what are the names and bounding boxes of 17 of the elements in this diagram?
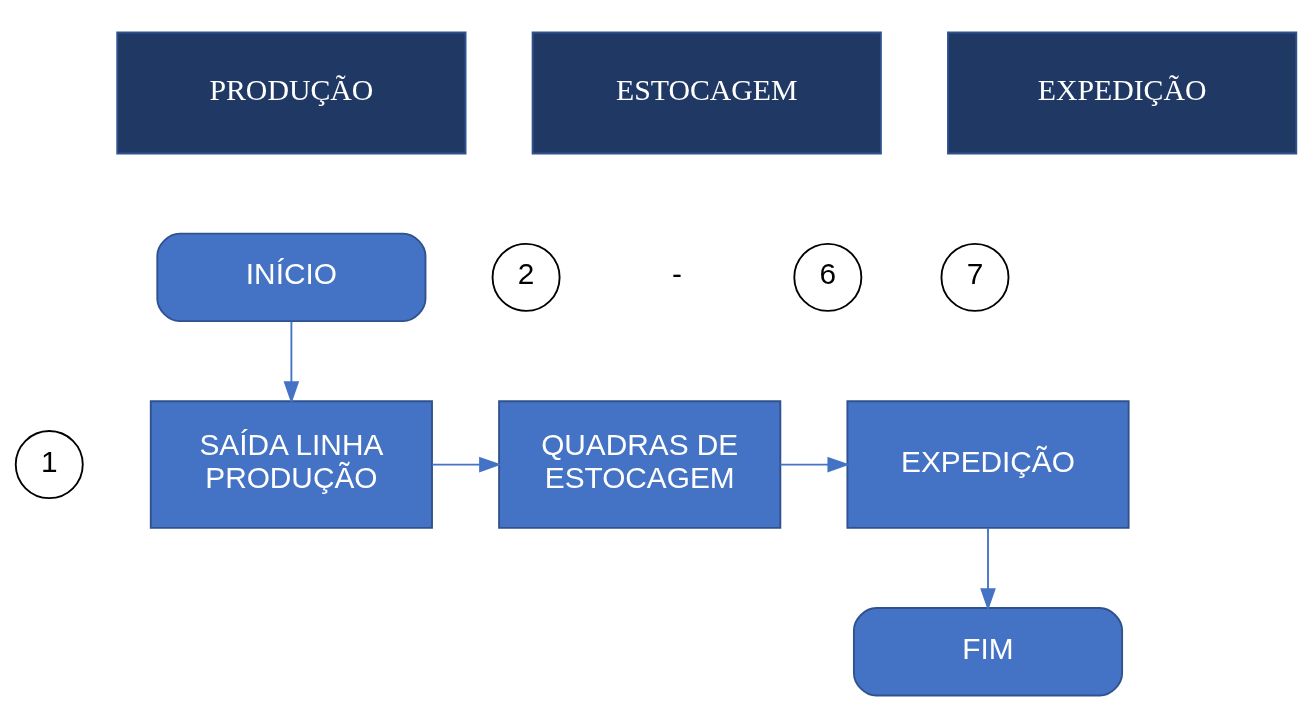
node-circle: 7 [940, 242, 1010, 312]
node-box: PRODUÇÃO [116, 31, 467, 154]
arrow [283, 320, 300, 404]
arrow [431, 456, 502, 472]
node-box: ESTOCAGEM [531, 31, 882, 154]
node-box: EXPEDIÇÃO [947, 31, 1298, 154]
node-box: EXPEDIÇÃO [846, 399, 1130, 529]
node-box: INÍCIO [156, 232, 427, 322]
arrow [980, 526, 996, 611]
node-box: QUADRAS DE ESTOCAGEM [498, 399, 782, 529]
node-circle: 1 [14, 429, 84, 499]
node-circle: 2 [491, 242, 561, 312]
node-box: SAÍDA LINHA PRODUÇÃO [149, 399, 433, 529]
node-circle: 6 [793, 242, 863, 312]
arrow [779, 456, 850, 472]
label: - [671, 256, 682, 290]
node-box: FIM [853, 606, 1124, 696]
